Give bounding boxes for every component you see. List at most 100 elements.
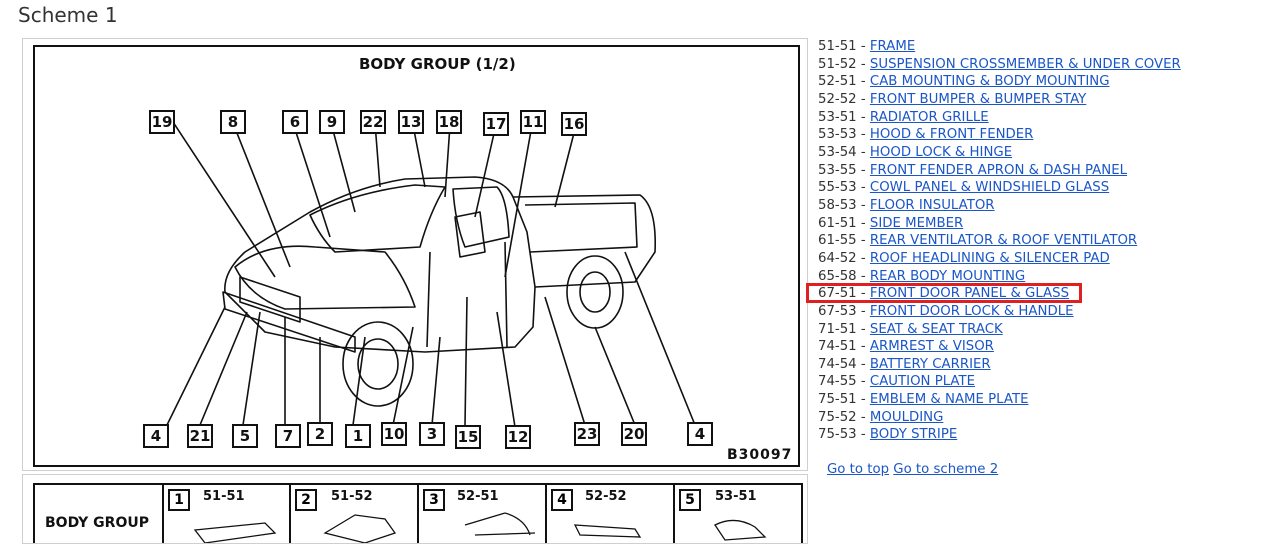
thumb-num-5[interactable]: 5 bbox=[679, 489, 701, 511]
callout-4-left[interactable]: 4 bbox=[143, 424, 169, 448]
part-item: 52-52 - FRONT BUMPER & BUMPER STAY bbox=[818, 91, 1087, 107]
part-item: 75-52 - MOULDING bbox=[818, 409, 944, 425]
part-item: 74-51 - ARMREST & VISOR bbox=[818, 339, 994, 355]
part-link-seat-track[interactable]: SEAT & SEAT TRACK bbox=[869, 321, 1003, 337]
part-item: 74-55 - CAUTION PLATE bbox=[818, 374, 976, 390]
part-link-rear-ventilator[interactable]: REAR VENTILATOR & ROOF VENTILATOR bbox=[869, 233, 1138, 249]
part-link-suspension-crossmember[interactable]: SUSPENSION CROSSMEMBER & UNDER COVER bbox=[869, 56, 1181, 72]
part-link-front-door-lock[interactable]: FRONT DOOR LOCK & HANDLE bbox=[869, 303, 1074, 319]
part-code: 53-55 bbox=[818, 162, 857, 178]
go-to-scheme-2-link[interactable]: Go to scheme 2 bbox=[893, 462, 999, 477]
callout-22[interactable]: 22 bbox=[360, 110, 386, 134]
part-code: 52-52 bbox=[818, 91, 857, 107]
part-item: 65-58 - REAR BODY MOUNTING bbox=[818, 268, 1026, 284]
thumb-num-3[interactable]: 3 bbox=[423, 489, 445, 511]
callout-11[interactable]: 11 bbox=[520, 110, 546, 134]
callout-12[interactable]: 12 bbox=[505, 425, 531, 449]
callout-18[interactable]: 18 bbox=[436, 110, 462, 134]
part-code: 75-51 bbox=[818, 392, 857, 408]
part-item: 51-52 - SUSPENSION CROSSMEMBER & UNDER C… bbox=[818, 56, 1181, 72]
part-link-roof-headlining[interactable]: ROOF HEADLINING & SILENCER PAD bbox=[869, 250, 1110, 266]
part-link-fender-apron[interactable]: FRONT FENDER APRON & DASH PANEL bbox=[869, 162, 1128, 178]
part-link-side-member[interactable]: SIDE MEMBER bbox=[869, 215, 964, 231]
thumb-num-1[interactable]: 1 bbox=[168, 489, 190, 511]
thumbnail-sketches bbox=[193, 512, 767, 543]
part-code: 74-55 bbox=[818, 374, 857, 390]
part-item: 61-51 - SIDE MEMBER bbox=[818, 215, 964, 231]
part-code: 52-51 bbox=[818, 74, 857, 90]
thumb-code-3: 52-51 bbox=[457, 489, 499, 504]
part-link-moulding[interactable]: MOULDING bbox=[869, 409, 944, 425]
callout-5[interactable]: 5 bbox=[232, 424, 258, 448]
thumb-group-label: BODY GROUP bbox=[45, 515, 149, 531]
part-link-emblem-name-plate[interactable]: EMBLEM & NAME PLATE bbox=[869, 392, 1029, 408]
part-code: 61-55 bbox=[818, 233, 857, 249]
part-item: 71-51 - SEAT & SEAT TRACK bbox=[818, 321, 1003, 337]
thumb-num-4[interactable]: 4 bbox=[551, 489, 573, 511]
page-title: Scheme 1 bbox=[18, 3, 118, 27]
callout-21[interactable]: 21 bbox=[187, 424, 213, 448]
part-item: 53-55 - FRONT FENDER APRON & DASH PANEL bbox=[818, 162, 1128, 178]
callout-19[interactable]: 19 bbox=[149, 110, 175, 134]
part-item-highlighted: 67-51 - FRONT DOOR PANEL & GLASS bbox=[806, 283, 1278, 303]
thumb-code-2: 51-52 bbox=[331, 489, 373, 504]
part-code: 67-51 bbox=[818, 286, 857, 302]
callout-23[interactable]: 23 bbox=[574, 422, 600, 446]
callout-13[interactable]: 13 bbox=[398, 110, 424, 134]
callout-10[interactable]: 10 bbox=[381, 422, 407, 446]
callout-4-right[interactable]: 4 bbox=[687, 422, 713, 446]
thumbnail-image: BODY GROUP 1 51-51 2 51-52 3 52-51 4 52-… bbox=[33, 483, 803, 543]
part-item: 51-51 - FRAME bbox=[818, 39, 916, 54]
part-code: 75-52 bbox=[818, 409, 857, 425]
part-code: 65-58 bbox=[818, 268, 857, 284]
footer-links: Go to top Go to scheme 2 bbox=[827, 462, 998, 477]
part-code: 61-51 bbox=[818, 215, 857, 231]
diagram-heading: BODY GROUP (1/2) bbox=[359, 55, 516, 73]
callout-8[interactable]: 8 bbox=[220, 110, 246, 134]
part-link-hood-front-fender[interactable]: HOOD & FRONT FENDER bbox=[869, 127, 1034, 143]
part-item: 61-55 - REAR VENTILATOR & ROOF VENTILATO… bbox=[818, 233, 1138, 249]
callout-9[interactable]: 9 bbox=[319, 110, 345, 134]
part-code: 53-54 bbox=[818, 144, 857, 160]
part-code: 51-52 bbox=[818, 56, 857, 72]
part-link-floor-insulator[interactable]: FLOOR INSULATOR bbox=[869, 197, 995, 213]
part-link-body-stripe[interactable]: BODY STRIPE bbox=[869, 427, 958, 443]
part-link-front-door-panel[interactable]: FRONT DOOR PANEL & GLASS bbox=[869, 286, 1070, 302]
part-code: 51-51 bbox=[818, 39, 857, 54]
callout-20[interactable]: 20 bbox=[621, 422, 647, 446]
part-item: 55-53 - COWL PANEL & WINDSHIELD GLASS bbox=[818, 180, 1110, 196]
callout-1[interactable]: 1 bbox=[345, 424, 371, 448]
part-link-frame[interactable]: FRAME bbox=[869, 39, 916, 54]
part-link-caution-plate[interactable]: CAUTION PLATE bbox=[869, 374, 976, 390]
go-to-top-link[interactable]: Go to top bbox=[827, 462, 890, 477]
callout-3[interactable]: 3 bbox=[419, 422, 445, 446]
part-item: 53-53 - HOOD & FRONT FENDER bbox=[818, 127, 1034, 143]
part-code: 74-54 bbox=[818, 356, 857, 372]
part-link-cowl-panel[interactable]: COWL PANEL & WINDSHIELD GLASS bbox=[869, 180, 1110, 196]
part-item: 75-51 - EMBLEM & NAME PLATE bbox=[818, 392, 1029, 408]
part-link-radiator-grille[interactable]: RADIATOR GRILLE bbox=[869, 109, 989, 125]
callout-17[interactable]: 17 bbox=[483, 112, 509, 136]
thumb-code-4: 52-52 bbox=[585, 489, 627, 504]
thumbnail-strip: BODY GROUP 1 51-51 2 51-52 3 52-51 4 52-… bbox=[22, 474, 808, 544]
part-link-battery-carrier[interactable]: BATTERY CARRIER bbox=[869, 356, 991, 372]
callout-7[interactable]: 7 bbox=[275, 424, 301, 448]
callout-2[interactable]: 2 bbox=[307, 422, 333, 446]
part-code: 75-53 bbox=[818, 427, 857, 443]
part-code: 58-53 bbox=[818, 197, 857, 213]
thumb-code-1: 51-51 bbox=[203, 489, 245, 504]
thumb-code-5: 53-51 bbox=[715, 489, 757, 504]
part-link-front-bumper[interactable]: FRONT BUMPER & BUMPER STAY bbox=[869, 91, 1087, 107]
part-link-rear-body-mounting[interactable]: REAR BODY MOUNTING bbox=[869, 268, 1026, 284]
part-item: 64-52 - ROOF HEADLINING & SILENCER PAD bbox=[818, 250, 1110, 266]
part-link-cab-mounting[interactable]: CAB MOUNTING & BODY MOUNTING bbox=[869, 74, 1110, 90]
callout-15[interactable]: 15 bbox=[455, 425, 481, 449]
part-link-armrest-visor[interactable]: ARMREST & VISOR bbox=[869, 339, 994, 355]
thumb-num-2[interactable]: 2 bbox=[295, 489, 317, 511]
callout-6[interactable]: 6 bbox=[282, 110, 308, 134]
part-item: 53-54 - HOOD LOCK & HINGE bbox=[818, 144, 1013, 160]
part-link-hood-lock-hinge[interactable]: HOOD LOCK & HINGE bbox=[869, 144, 1013, 160]
diagram-image: BODY GROUP (1/2) bbox=[33, 45, 800, 467]
callout-16[interactable]: 16 bbox=[561, 112, 587, 136]
part-code: 53-53 bbox=[818, 127, 857, 143]
